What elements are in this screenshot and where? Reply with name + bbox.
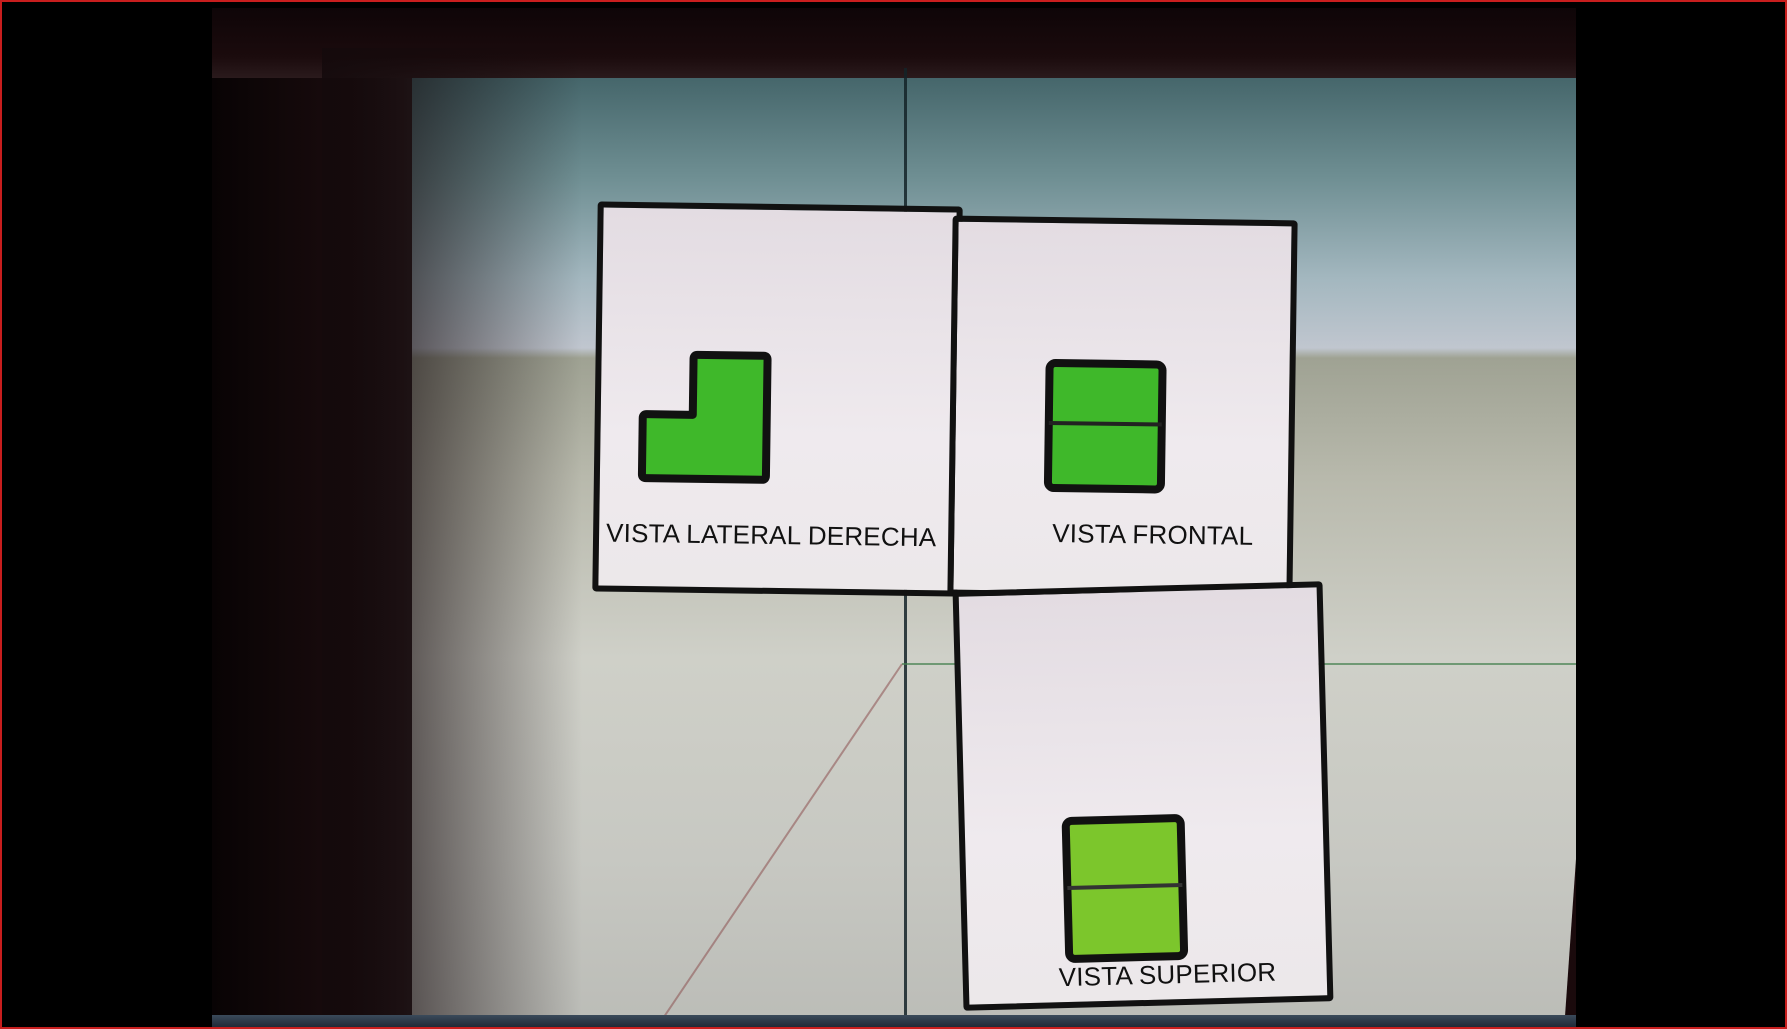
two-block-top-icon — [1061, 814, 1189, 963]
label-vista-lateral-derecha: VISTA LATERAL DERECHA — [605, 517, 937, 553]
screen-shadow — [322, 48, 582, 1027]
screen-photo: VISTA LATERAL DERECHA VISTA FRONTAL VIST… — [212, 8, 1576, 1027]
label-vista-superior: VISTA SUPERIOR — [1058, 956, 1277, 993]
taskbar-edge — [212, 1015, 1576, 1027]
label-vista-frontal: VISTA FRONTAL — [1052, 518, 1254, 551]
panel-vista-superior: VISTA SUPERIOR — [952, 581, 1334, 1011]
panel-vista-lateral-derecha: VISTA LATERAL DERECHA — [592, 201, 963, 597]
two-block-front-icon — [1043, 359, 1167, 494]
panel-vista-frontal: VISTA FRONTAL — [947, 215, 1298, 601]
l-shape-icon — [637, 350, 772, 484]
